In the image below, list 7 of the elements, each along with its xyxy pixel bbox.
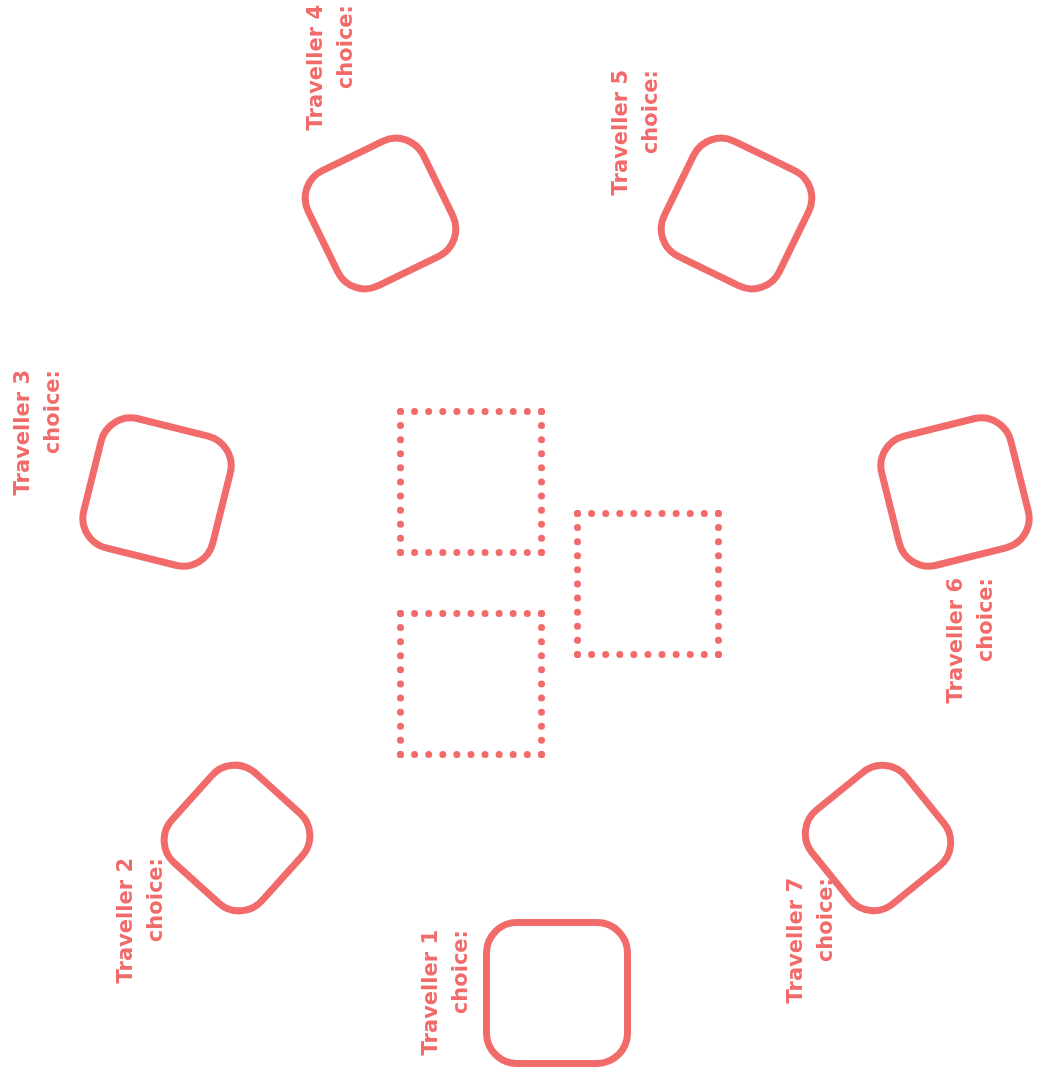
label-text: Traveller 7 choice: bbox=[782, 878, 838, 1006]
label-text: Traveller 6 choice: bbox=[942, 578, 998, 706]
label-text: Traveller 4 choice: bbox=[302, 5, 358, 133]
label-text: Traveller 1 choice: bbox=[417, 930, 473, 1058]
label-text: Traveller 5 choice: bbox=[607, 70, 663, 198]
label-text: Traveller 2 choice: bbox=[112, 858, 168, 986]
label-text: Traveller 3 choice: bbox=[9, 370, 65, 498]
